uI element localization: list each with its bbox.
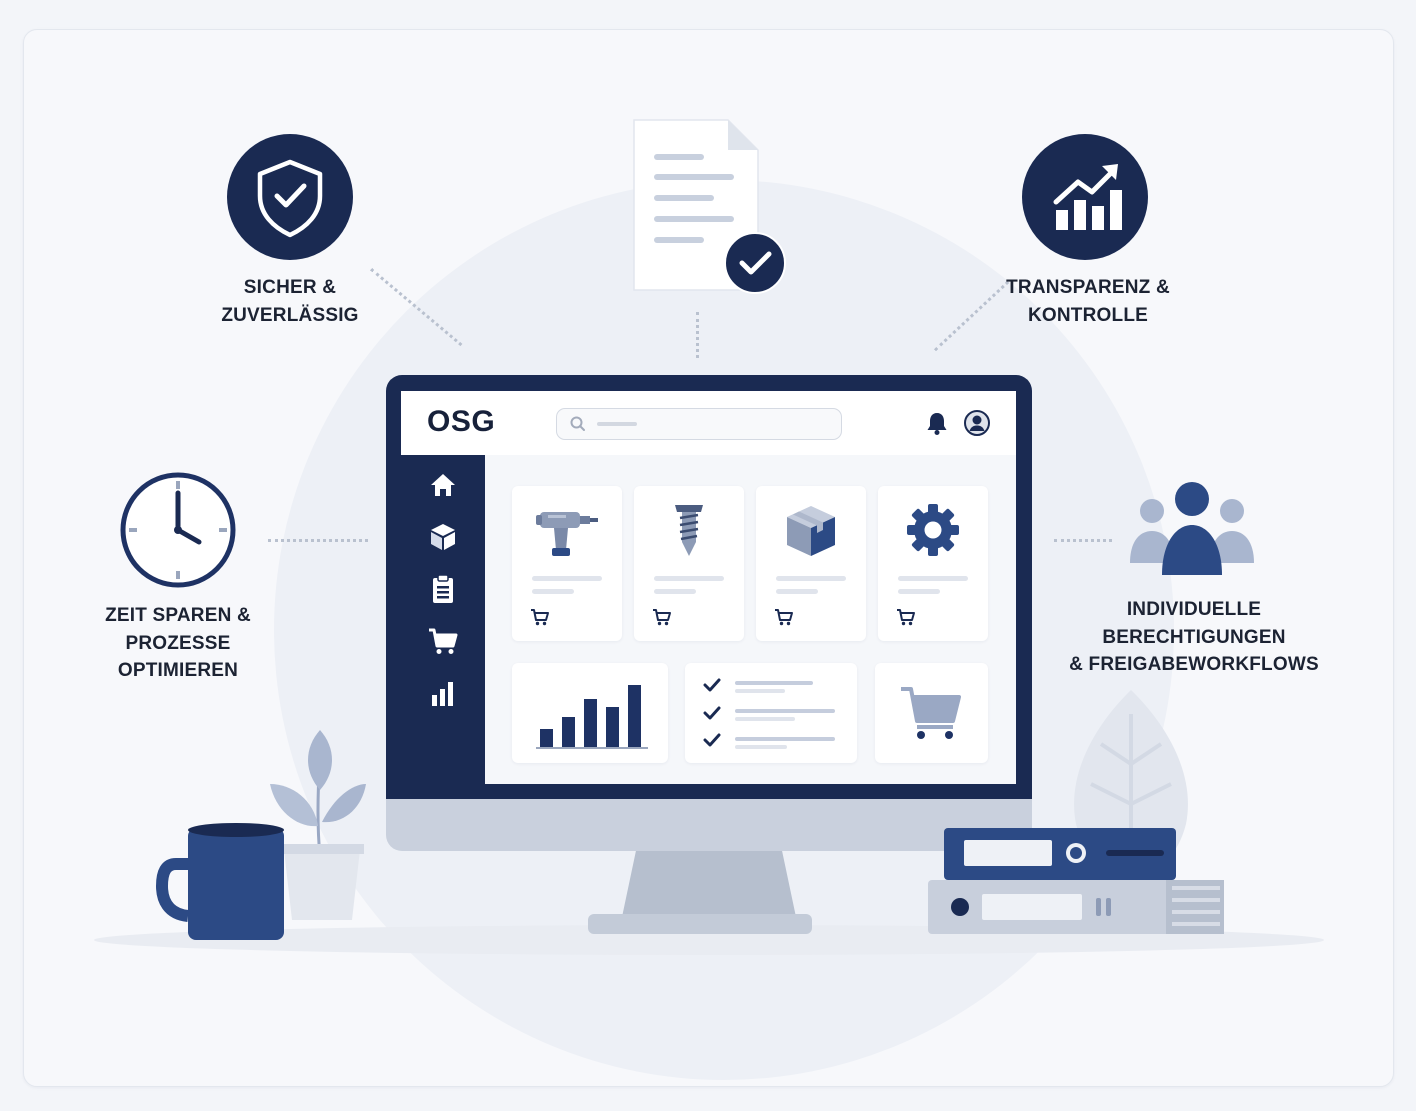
monitor-stand bbox=[622, 851, 796, 917]
product-tile-screw[interactable] bbox=[634, 486, 744, 641]
search-input[interactable] bbox=[556, 408, 842, 440]
bar-chart-icon bbox=[536, 685, 648, 749]
cart-icon[interactable] bbox=[896, 608, 916, 626]
monitor-chin bbox=[386, 799, 1032, 851]
transparency-badge bbox=[1022, 134, 1148, 260]
cart-icon[interactable] bbox=[774, 608, 794, 626]
product-line bbox=[654, 589, 696, 594]
product-tile-gear[interactable] bbox=[878, 486, 988, 641]
product-tile-drill[interactable] bbox=[512, 486, 622, 641]
transparency-label: TRANSPARENZ & KONTROLLE bbox=[1006, 277, 1170, 326]
screw-icon bbox=[675, 505, 703, 556]
checklist-icon bbox=[703, 678, 835, 749]
bar-chart-icon[interactable] bbox=[427, 677, 459, 709]
clipboard-icon[interactable] bbox=[427, 573, 459, 605]
product-line bbox=[776, 589, 818, 594]
checklist-widget[interactable] bbox=[685, 663, 857, 763]
product-line bbox=[898, 589, 940, 594]
growth-chart-icon bbox=[1053, 164, 1122, 230]
security-label: SICHER & ZUVERLÄSSIG bbox=[221, 277, 359, 326]
connector-time bbox=[268, 539, 368, 542]
cart-icon bbox=[901, 687, 961, 739]
home-icon[interactable] bbox=[427, 469, 459, 501]
app-sidebar bbox=[401, 455, 485, 784]
team-icon bbox=[1126, 481, 1258, 577]
box-icon[interactable] bbox=[427, 521, 459, 553]
package-icon bbox=[787, 506, 835, 556]
cart-icon[interactable] bbox=[427, 625, 459, 657]
cart-widget[interactable] bbox=[875, 663, 988, 763]
mug-icon bbox=[155, 822, 288, 944]
clock-icon bbox=[119, 471, 237, 589]
monitor-base bbox=[588, 914, 812, 934]
product-line bbox=[776, 576, 846, 581]
cart-icon[interactable] bbox=[652, 608, 672, 626]
binders-icon bbox=[926, 826, 1226, 936]
app-topbar: OSG bbox=[401, 391, 1016, 455]
permissions-label: INDIVIDUELLE BERECHTIGUNGEN & FREIGABEWO… bbox=[1069, 599, 1319, 675]
bell-icon[interactable] bbox=[926, 411, 948, 435]
product-line bbox=[532, 589, 574, 594]
document-check-icon bbox=[630, 118, 790, 298]
product-line bbox=[898, 576, 968, 581]
search-icon bbox=[570, 416, 585, 431]
product-line bbox=[532, 576, 602, 581]
time-label: ZEIT SPAREN & PROZESSE OPTIMIEREN bbox=[105, 605, 251, 681]
search-placeholder-line bbox=[597, 422, 637, 426]
gear-icon bbox=[907, 504, 959, 556]
plant-icon bbox=[262, 726, 372, 926]
product-line bbox=[654, 576, 724, 581]
analytics-widget[interactable] bbox=[512, 663, 668, 763]
security-badge bbox=[227, 134, 353, 260]
shield-check-icon bbox=[257, 159, 323, 238]
connector-document bbox=[696, 312, 699, 358]
avatar-icon[interactable] bbox=[964, 410, 990, 436]
connector-permissions bbox=[1054, 539, 1112, 542]
cart-icon[interactable] bbox=[530, 608, 550, 626]
app-screen: OSG bbox=[401, 391, 1016, 784]
product-tile-package[interactable] bbox=[756, 486, 866, 641]
app-logo: OSG bbox=[427, 405, 496, 438]
drill-icon bbox=[536, 512, 598, 556]
